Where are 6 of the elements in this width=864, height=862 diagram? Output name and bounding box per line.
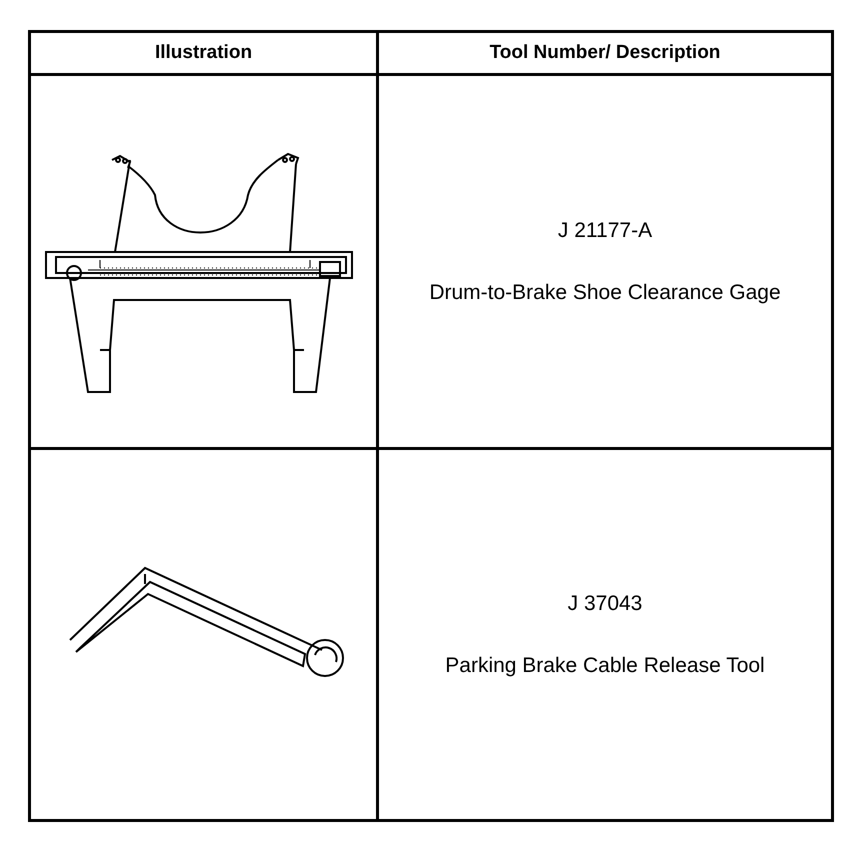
tool-number: J 37043	[566, 592, 644, 616]
tool-description: Drum-to-Brake Shoe Clearance Gage	[428, 280, 782, 304]
column-header: Tool Number/ Description	[378, 32, 832, 74]
tool-number: J 21177-A	[556, 218, 654, 242]
column-header: Illustration	[30, 32, 378, 74]
tool-description: Parking Brake Cable Release Tool	[444, 654, 766, 678]
